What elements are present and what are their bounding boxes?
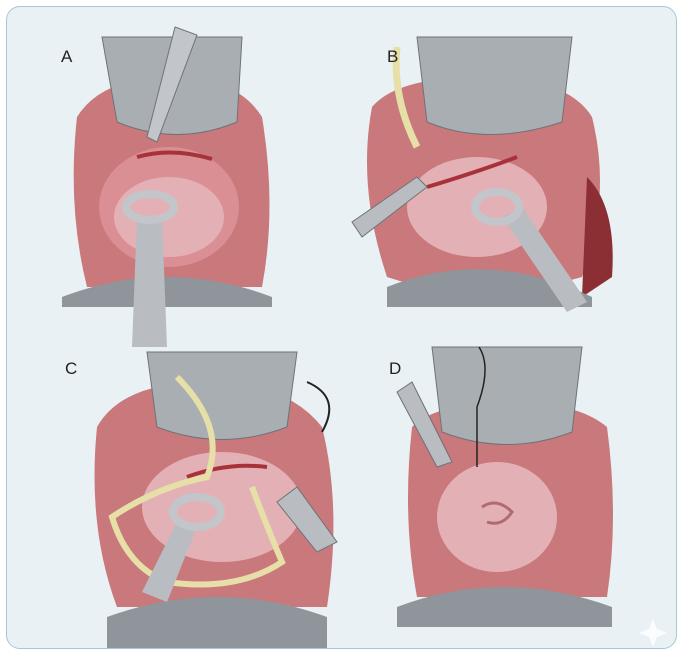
panel-b-drawing [351, 36, 613, 312]
panel-c-drawing [94, 351, 338, 648]
surgical-illustration [62, 26, 667, 648]
panel-label-a: A [61, 47, 73, 66]
sparkle-icon [639, 619, 667, 647]
panel-label-c: C [65, 359, 78, 378]
panel-label-d: D [389, 359, 402, 378]
panel-label-b: B [387, 47, 399, 66]
panel-d-drawing [396, 346, 613, 627]
illustration-frame: A B C D [6, 6, 677, 649]
panel-a-drawing [62, 26, 272, 347]
